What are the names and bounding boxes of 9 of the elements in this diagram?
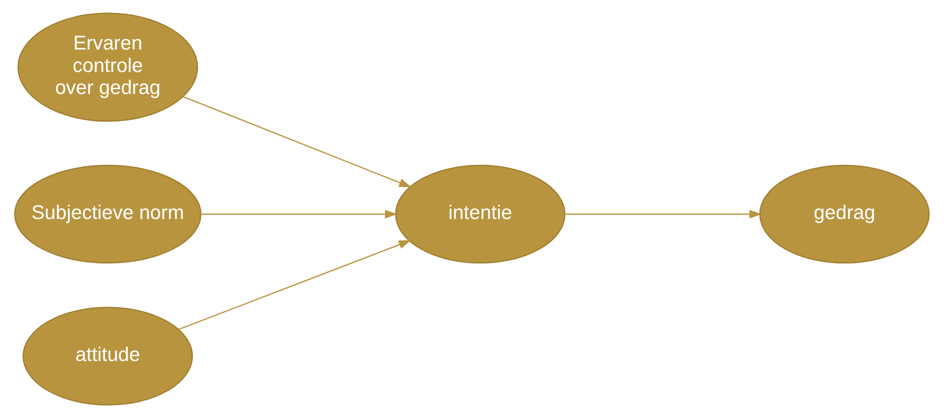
node-ellipse: gedrag (759, 164, 930, 264)
node-ellipse: Subjectieve norm (14, 164, 202, 264)
node-ellipse: attitude (22, 306, 193, 406)
arrow (178, 240, 412, 330)
node-ellipse: intentie (395, 164, 566, 264)
arrow (200, 210, 398, 218)
arrow (183, 96, 412, 188)
arrow (564, 210, 762, 218)
node-ellipse: Ervaren controle over gedrag (17, 12, 198, 122)
